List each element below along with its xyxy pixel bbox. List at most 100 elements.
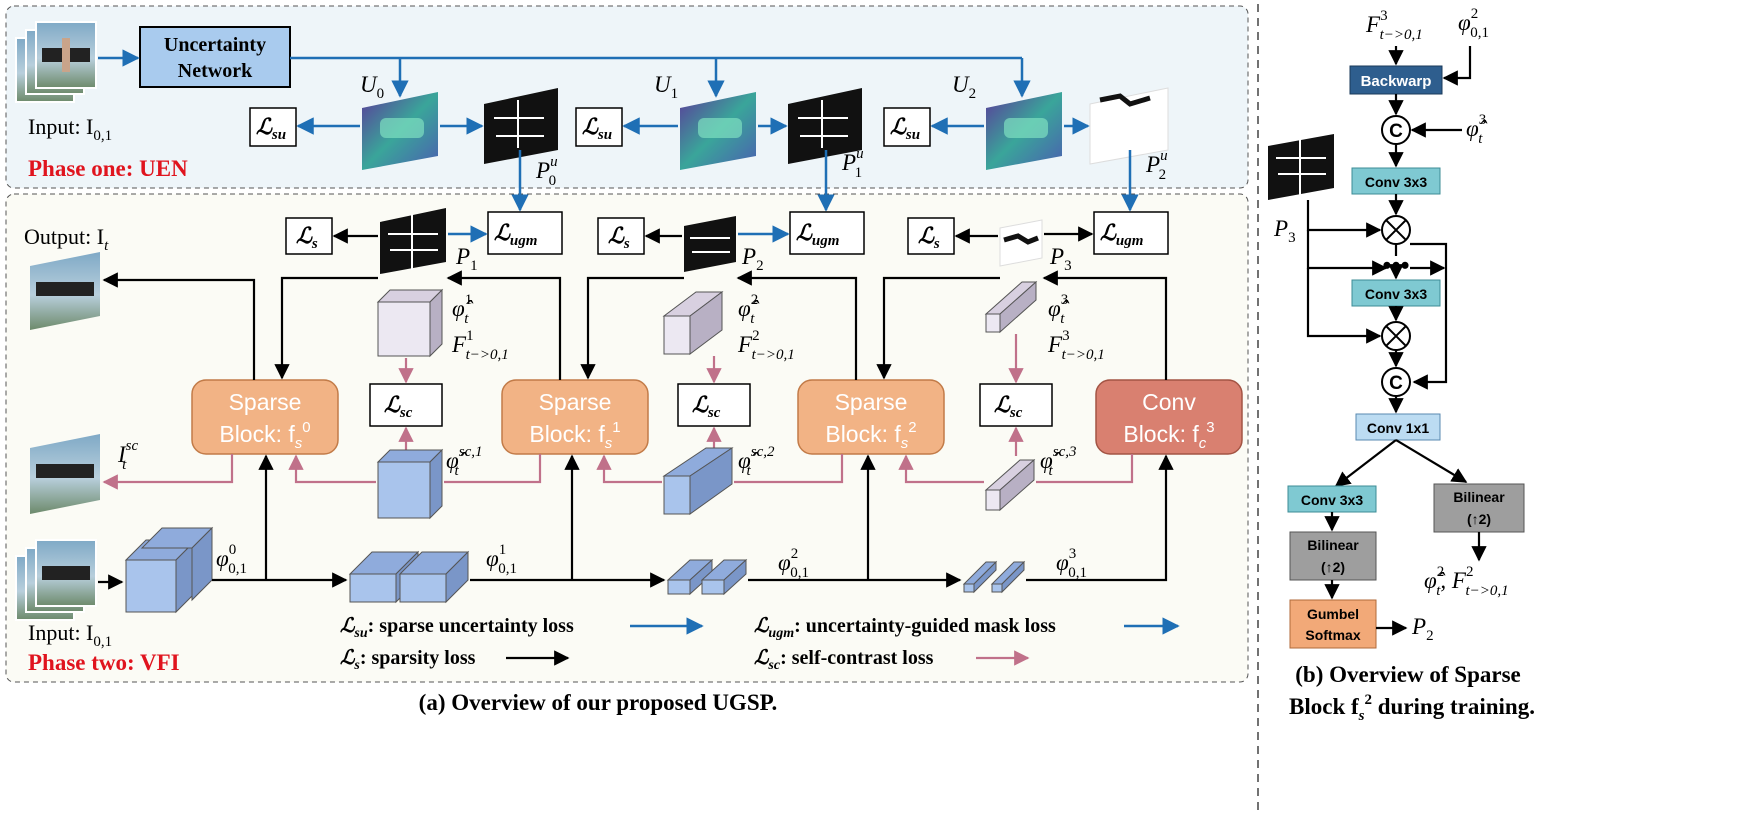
b-out-p2: P2 [1411,614,1434,644]
block1-to-mask-p1 [446,270,562,380]
svg-text:Network: Network [178,60,253,82]
loss-sc-box-1: ℒsc [369,383,443,427]
mask-p3 [999,219,1043,267]
phase-one-input-label: Input: I0,1 [28,114,112,144]
b-phi-to-backwarp [1442,46,1472,86]
svg-text:ℒs: ℒs [608,223,630,252]
block2-to-phi-hat-sc-2 [604,454,844,484]
u2-label: U2 [952,72,976,102]
uncertainty-map-u1 [680,92,756,170]
svg-text:(↑2): (↑2) [1321,559,1345,575]
b-gumbel-softmax: Gumbel Softmax [1289,599,1377,649]
phase-two-output-label: Output: It [24,224,109,254]
mask-p0u [484,88,558,164]
mask-p2-to-block1 [580,276,684,380]
legend-sc: ℒsc: self-contrast loss [754,647,1030,673]
svg-text:Bilinear: Bilinear [1307,537,1359,553]
svg-text:ℒsc: ℒsc [994,392,1023,421]
caption-b-line2: Block fs2 during training. [1289,692,1535,724]
b-p3-to-mul-b [1306,268,1382,344]
svg-text:ℒsc: self-contrast loss: ℒsc: self-contrast loss [754,647,934,673]
svg-text:ℒs: sparsity loss: ℒs: sparsity loss [340,647,476,673]
block1-to-phi-hat-sc-1 [296,454,542,484]
uncertainty-network-box: Uncertainty Network [139,26,291,88]
output-image [30,252,100,330]
svg-text:(↑2): (↑2) [1467,511,1491,527]
loss-ugm-box-2: ℒugm [789,211,865,255]
b-conv1-to-conv3c [1334,439,1397,487]
svg-text:Sparse: Sparse [539,389,612,415]
sparse-block-1: Sparse Block: fs1 [501,379,649,455]
svg-text:Uncertainty: Uncertainty [164,34,266,56]
uncertainty-map-u2 [986,92,1062,170]
b-conv3x3-c: Conv 3x3 [1287,485,1377,513]
svg-text:ℒugm: ℒugm [796,220,839,249]
conv-block-3: Conv Block: fc3 [1095,379,1243,455]
svg-text:ℒsu: ℒsu [890,114,920,143]
caption-a: (a) Overview of our proposed UGSP. [419,690,778,715]
phi-hat-sc-cube-2 [662,447,734,515]
svg-text:Sparse: Sparse [835,389,908,415]
svg-text:Bilinear: Bilinear [1453,489,1505,505]
multiply-node-2 [1381,321,1411,351]
block3-to-phi-hat-sc-3 [906,454,1134,484]
phi-hat-cube-2 [662,291,724,355]
loss-s-box-2: ℒs [597,217,645,255]
b-p3-label: P3 [1273,216,1296,246]
mask-p3-to-block2 [876,276,1000,380]
svg-text:ℒsu: ℒsu [256,114,286,143]
svg-text:Conv: Conv [1142,389,1196,415]
svg-text:Conv 1x1: Conv 1x1 [1367,420,1429,436]
feature-cube-0 [124,526,214,614]
b-mask-image [1268,134,1334,200]
u1-label: U1 [654,72,678,102]
b-p3-to-dots [1306,230,1388,276]
loss-sc-box-3: ℒsc [979,383,1053,427]
feature-cube-2 [666,558,748,596]
svg-text:ℒs: ℒs [918,223,940,252]
loss-su-box-1: ℒsu [575,107,623,147]
svg-text:ℒugm: uncertainty-guided mask: ℒugm: uncertainty-guided mask loss [754,615,1056,641]
b-conv1-to-bilinear-r [1395,439,1468,483]
mask-p2u [1089,87,1169,165]
loss-ugm-box-3: ℒugm [1093,211,1169,255]
concat-node-1: C [1381,115,1411,145]
svg-text:Block: fc3: Block: fc3 [1123,419,1214,452]
phase-one-panel [5,5,1249,189]
block3-to-mask-p3 [1042,270,1168,380]
multiply-node-1 [1381,215,1411,245]
backwarp-box: Backwarp [1349,65,1443,95]
loss-s-box-3: ℒs [907,217,955,255]
loss-su-box-2: ℒsu [883,107,931,147]
phase-two-input-image [15,539,97,621]
legend-ugm: ℒugm: uncertainty-guided mask loss [754,615,1180,641]
loss-ugm-box-1: ℒugm [487,211,563,255]
legend-s: ℒs: sparsity loss [340,647,570,673]
b-conv3x3-a: Conv 3x3 [1351,167,1441,195]
phase-two-title: Phase two: VFI [28,650,180,675]
svg-text:Backwarp: Backwarp [1361,73,1432,90]
feature-cube-1 [348,550,470,604]
sparse-block-2: Sparse Block: fs2 [797,379,945,455]
loss-sc-box-2: ℒsc [677,383,751,427]
block2-to-mask-p2 [736,270,858,380]
svg-text:ℒsc: ℒsc [384,392,413,421]
block0-to-output-arrow [102,272,256,380]
phase-two-input-label: Input: I0,1 [28,620,112,650]
mask-p2 [684,216,736,272]
p2-label: P2 [741,244,764,274]
svg-text:Conv 3x3: Conv 3x3 [1365,174,1427,190]
svg-text:Conv 3x3: Conv 3x3 [1365,286,1427,302]
